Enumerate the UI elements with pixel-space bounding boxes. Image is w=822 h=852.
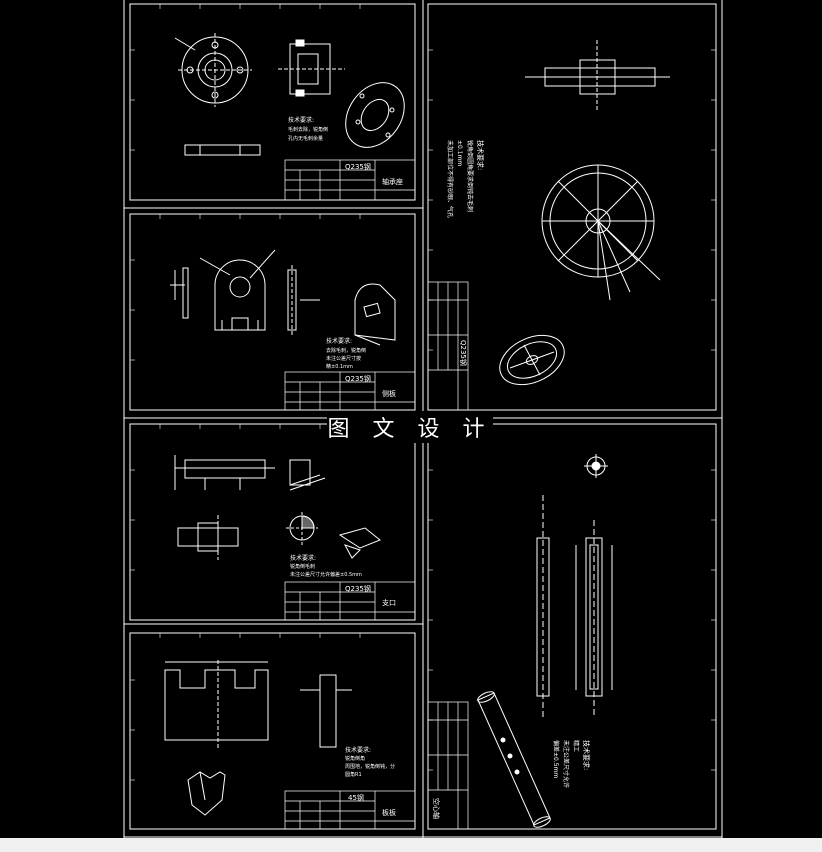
wheel-isometric [499, 334, 565, 386]
sheet-6-tech-line1: 精工 [572, 740, 580, 752]
sheet-3-material: Q235钢 [345, 584, 371, 593]
sheet-4-part-name: 板板 [382, 808, 396, 817]
sheet-5-tech-text: 技术要求: 锐角倒圆角要求倒钝去毛刺 ±0.1mm 未加工部位不得有砂眼、气孔 [446, 140, 485, 218]
sheet-5-tech-line3: 未加工部位不得有砂眼、气孔 [446, 140, 454, 218]
sheet-4-tech-line2: 周围地，锐角倒钝，分 [345, 763, 395, 770]
sheet-3-title-block [284, 581, 416, 621]
plate-side-view [300, 674, 352, 748]
sheet-2-tech-title: 技术要求: [326, 337, 352, 345]
sheet-1-tech-title: 技术要求: [288, 116, 314, 124]
side-plate-dims [170, 267, 189, 319]
sheet-4: 技术要求: 锐角倒角 周围地，锐角倒钝，分 圆角R1 45钢 板板 [129, 632, 416, 830]
sheet-5: 技术要求: 锐角倒圆角要求倒钝去毛刺 ±0.1mm 未加工部位不得有砂眼、气孔 … [427, 3, 717, 411]
sheet-5-tech-line2: ±0.1mm [456, 140, 463, 166]
plate-front-view [164, 660, 269, 750]
bracket-isometric [338, 527, 381, 559]
sheet-4-title-block [284, 790, 416, 830]
side-plate-front [199, 249, 276, 331]
hollow-shaft-long-view [536, 495, 613, 720]
bracket-cross-section [177, 515, 239, 560]
sheet-5-ticks [428, 49, 716, 351]
sheet-2-part-name: 侧板 [382, 389, 396, 398]
sheet-2-title-block [284, 371, 416, 411]
flange-front-view [174, 33, 252, 107]
sheet-2-material: Q235钢 [345, 374, 371, 383]
pulley-section [525, 40, 670, 110]
outer-borders [123, 0, 723, 838]
plate-isometric [187, 771, 226, 816]
sheet-2-ticks [130, 214, 361, 361]
watermark-label: 图 文 设 计 [327, 411, 493, 443]
bottom-strip [0, 838, 822, 852]
bracket-section [289, 459, 326, 491]
sheet-6-ticks [428, 469, 716, 771]
sheet-1-tech-line1: 毛刺去除，锐角倒 [288, 126, 328, 133]
sheet-3-tech-title: 技术要求: [290, 554, 316, 562]
side-plate-isometric [354, 283, 396, 346]
sheet-5-material: Q235钢 [459, 340, 468, 366]
bracket-circle-detail [286, 512, 318, 545]
sheet-1-tech-line2: 孔内无毛刺余量 [288, 135, 323, 142]
sheet-2-tech-line2: 未注公差尺寸按 [326, 355, 361, 362]
sheet-5-title-block [427, 281, 469, 411]
sheet-3: 技术要求: 锐角倒毛刺 未注公差尺寸允许偏差±0.5mm Q235钢 支口 [129, 423, 416, 621]
sheet-6-tech-line3: 偏差±0.5mm [552, 740, 560, 778]
sheet-1-ticks [130, 4, 361, 151]
sheet-2-tech-line3: 精±0.1mm [326, 363, 353, 370]
bracket-top-view [174, 455, 275, 490]
sheet-4-ticks [130, 633, 361, 781]
flange-isometric [345, 82, 405, 148]
sheet-5-tech-title: 技术要求: [476, 140, 485, 170]
sheet-6-part-name: 空心轴 [432, 798, 441, 819]
sheet-1-title-block [284, 159, 416, 201]
sheet-1-material: Q235钢 [345, 162, 371, 171]
sheet-2: 技术要求: 去除毛刺，锐角倒 未注公差尺寸按 精±0.1mm Q235钢 侧板 [129, 213, 416, 411]
sheet-6-title-block [427, 701, 469, 830]
hollow-shaft-isometric [477, 691, 551, 828]
sheet-6: 技术要求: 精工 未注公差尺寸允许 偏差±0.5mm 空心轴 [427, 423, 717, 830]
sheet-3-tech-line1: 锐角倒毛刺 [290, 563, 315, 570]
sheet-1: 技术要求: 毛刺去除，锐角倒 孔内无毛刺余量 Q235钢 轴承座 [129, 3, 416, 201]
sheet-3-ticks [130, 424, 361, 571]
sheet-3-tech-line2: 未注公差尺寸允许偏差±0.5mm [290, 571, 362, 578]
sheet-1-part-name: 轴承座 [382, 177, 403, 186]
sheet-6-tech-title: 技术要求: [582, 740, 591, 770]
sheet-6-tech-line2: 未注公差尺寸允许 [562, 740, 570, 788]
sheet-4-tech-line1: 锐角倒角 [345, 755, 365, 762]
sheet-3-part-name: 支口 [382, 598, 396, 607]
flange-section-view [278, 39, 345, 97]
sheet-4-tech-title: 技术要求: [345, 746, 371, 754]
sheet-6-tech-text: 技术要求: 精工 未注公差尺寸允许 偏差±0.5mm [552, 740, 591, 788]
side-plate-side-view [287, 265, 320, 335]
wheel-front-view [541, 164, 661, 301]
shaft-detail [184, 144, 261, 156]
sheet-2-tech-line1: 去除毛刺，锐角倒 [326, 347, 366, 354]
sheet-4-material: 45钢 [348, 793, 364, 802]
sheet-4-tech-line3: 圆角R1 [345, 771, 362, 778]
sheet-5-tech-line1: 锐角倒圆角要求倒钝去毛刺 [466, 140, 474, 212]
shaft-end-section [584, 454, 608, 478]
